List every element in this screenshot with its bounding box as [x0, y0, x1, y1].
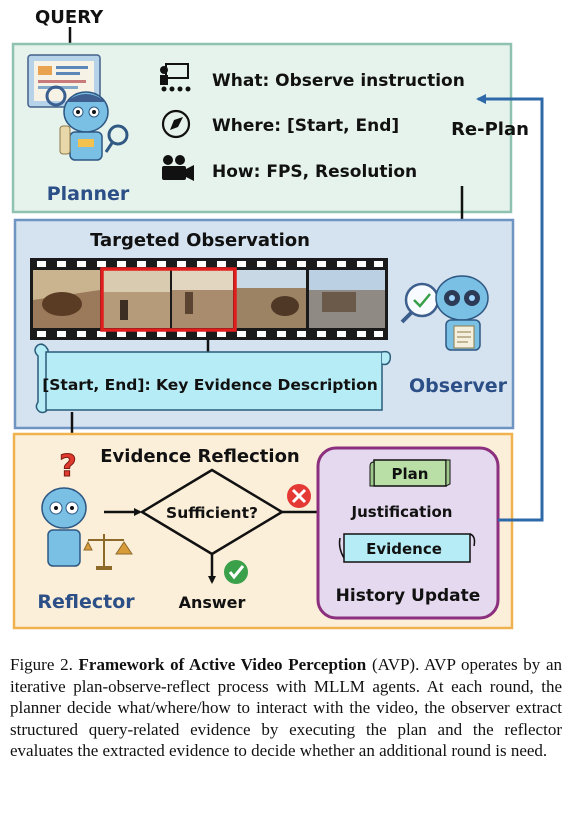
filmstrip [30, 258, 388, 340]
replan-loop-arrow [476, 94, 544, 522]
observer-name: Observer [409, 375, 508, 397]
caption-body: (AVP). AVP operates by an iterative plan… [10, 655, 563, 760]
query-label: QUERY [35, 7, 104, 28]
reflector-robot-icon [41, 487, 133, 570]
evidence-description: [Start, End]: Key Evidence Description [42, 376, 378, 394]
justification-label: Justification [351, 503, 453, 521]
planner-robot-icon [27, 54, 129, 161]
history-panel [316, 446, 500, 620]
teacher-icon [160, 63, 191, 92]
caption-title: Framework of Active Video Perception [78, 655, 367, 674]
compass-icon [161, 109, 191, 139]
reflector-name: Reflector [37, 591, 135, 613]
answer-label: Answer [179, 593, 246, 612]
reflector-title: Evidence Reflection [100, 446, 300, 467]
evidence-scroll [34, 343, 392, 414]
check-icon [224, 560, 248, 584]
replan-label: Re-Plan [451, 119, 529, 140]
svg-text:?: ? [59, 449, 76, 484]
decision-label: Sufficient? [166, 504, 258, 522]
caption-figure-number: Figure 2. [10, 655, 73, 674]
evidence-label: Evidence [366, 540, 442, 558]
planner-where: Where: [Start, End] [212, 116, 399, 136]
cross-icon [287, 484, 311, 508]
camera-icon [162, 155, 194, 181]
figure-caption: Figure 2. Framework of Active Video Perc… [10, 654, 562, 762]
history-update-title: History Update [336, 586, 481, 606]
evidence-tag [338, 533, 476, 563]
plan-tag [369, 459, 451, 487]
planner-name: Planner [47, 183, 130, 205]
planner-how: How: FPS, Resolution [212, 162, 417, 182]
avp-framework-diagram: QUERY Planner What: Observe instruction [11, 7, 544, 630]
plan-label: Plan [392, 465, 429, 483]
observer-title: Targeted Observation [90, 230, 310, 251]
question-mark-icon: ? [59, 449, 77, 485]
selected-segment [100, 267, 237, 332]
planner-what: What: Observe instruction [212, 71, 465, 91]
observer-robot-icon [400, 275, 489, 351]
